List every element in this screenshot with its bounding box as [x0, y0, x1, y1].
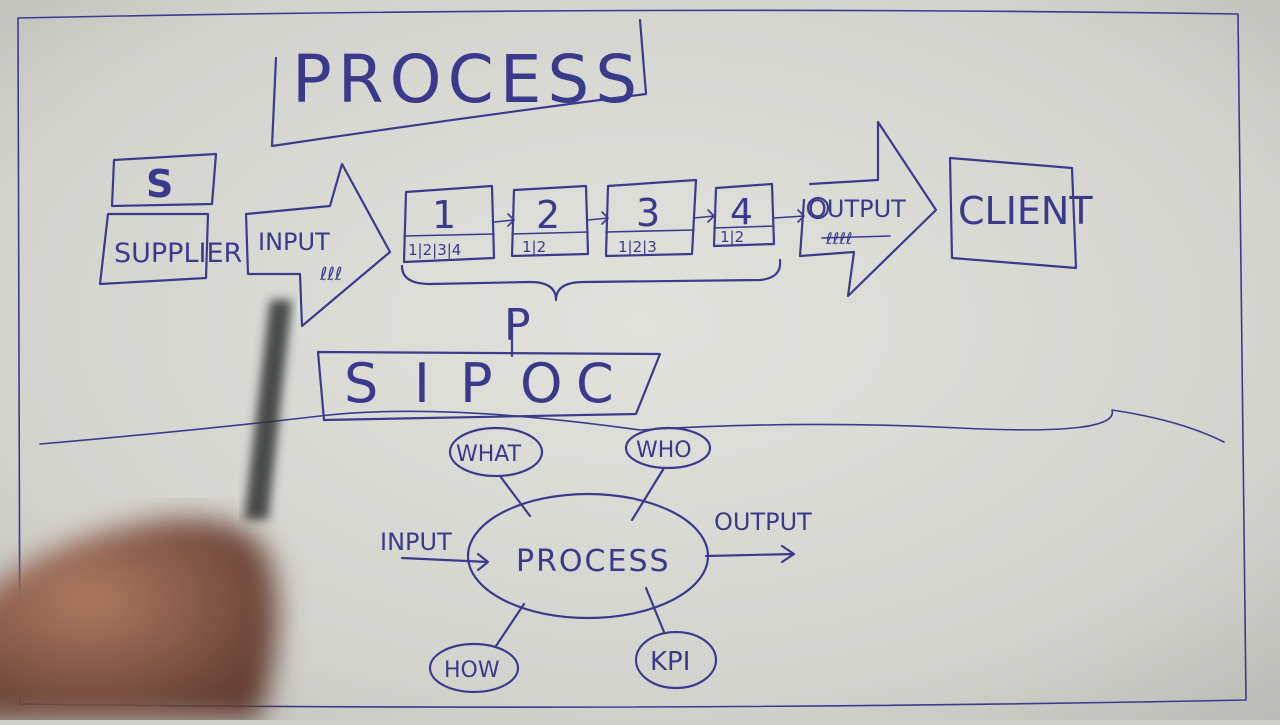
client-label: CLIENT	[958, 189, 1093, 233]
hand	[0, 518, 278, 720]
process-map: PROCESS INPUT OUTPUT WHAT WHO HOW KPI	[380, 426, 812, 694]
what-bubble	[448, 426, 544, 478]
output-arrow: OUTPUT ℓℓℓℓ	[798, 120, 938, 298]
step-4-sub: 1|2	[720, 228, 744, 246]
sipoc-letter-s: S	[344, 352, 378, 415]
step-3-sub: 1|2|3	[618, 238, 657, 256]
what-label: WHAT	[456, 442, 522, 467]
step-4: 4 1|2	[712, 182, 776, 248]
kpi-label: KPI	[650, 647, 690, 677]
sipoc-letter-o: O	[520, 352, 563, 415]
sipoc-letter-c: C	[576, 352, 614, 415]
input-scribble: ℓℓℓ	[319, 264, 342, 285]
step-1-number: 1	[432, 193, 456, 237]
sipoc-box: S I P O C	[316, 350, 662, 422]
step-4-number: 4	[730, 192, 753, 233]
sipoc-letter-i: I	[414, 352, 430, 415]
input-arrow-label: INPUT	[258, 228, 330, 256]
output-scribble: ℓℓℓℓ	[825, 229, 852, 248]
map-output-label: OUTPUT	[714, 508, 812, 536]
how-bubble	[428, 642, 520, 694]
step-3: 3 1|2|3	[604, 178, 698, 258]
step-1: 1 1|2|3|4	[402, 184, 496, 264]
kpi-bubble	[634, 630, 718, 690]
supplier-letter: S	[146, 162, 173, 206]
input-arrow: INPUT ℓℓℓ	[244, 162, 392, 328]
output-o-circle	[806, 196, 830, 220]
step-2-number: 2	[536, 193, 560, 237]
brace-letter: P	[504, 300, 531, 351]
who-label: WHO	[636, 438, 692, 463]
pen-and-hand	[0, 300, 292, 720]
sipoc-letter-p: P	[460, 352, 493, 415]
sheet-border	[17, 9, 1247, 708]
map-output-arrow	[704, 544, 796, 564]
supplier-label: SUPPLIER	[114, 238, 242, 269]
steps-brace: P	[400, 258, 782, 358]
title-text: PROCESS	[292, 41, 643, 118]
title-box: PROCESS	[270, 18, 648, 148]
output-arrow-label: OUTPUT	[808, 195, 906, 223]
client-box: CLIENT	[948, 156, 1093, 270]
step-1-sub: 1|2|3|4	[408, 241, 461, 259]
step-3-number: 3	[636, 191, 660, 235]
step-2: 2 1|2	[510, 184, 590, 258]
who-bubble	[624, 426, 712, 470]
how-label: HOW	[444, 658, 500, 683]
step-2-sub: 1|2	[522, 238, 546, 256]
pen-body	[244, 300, 292, 520]
map-input-arrow	[400, 552, 490, 572]
map-input-label: INPUT	[380, 528, 452, 556]
supplier-box: S SUPPLIER	[98, 152, 242, 286]
process-steps: 1 1|2|3|4 2 1|2 3 1|2|3 4 1|2	[402, 178, 805, 264]
process-center-label: PROCESS	[516, 544, 671, 579]
